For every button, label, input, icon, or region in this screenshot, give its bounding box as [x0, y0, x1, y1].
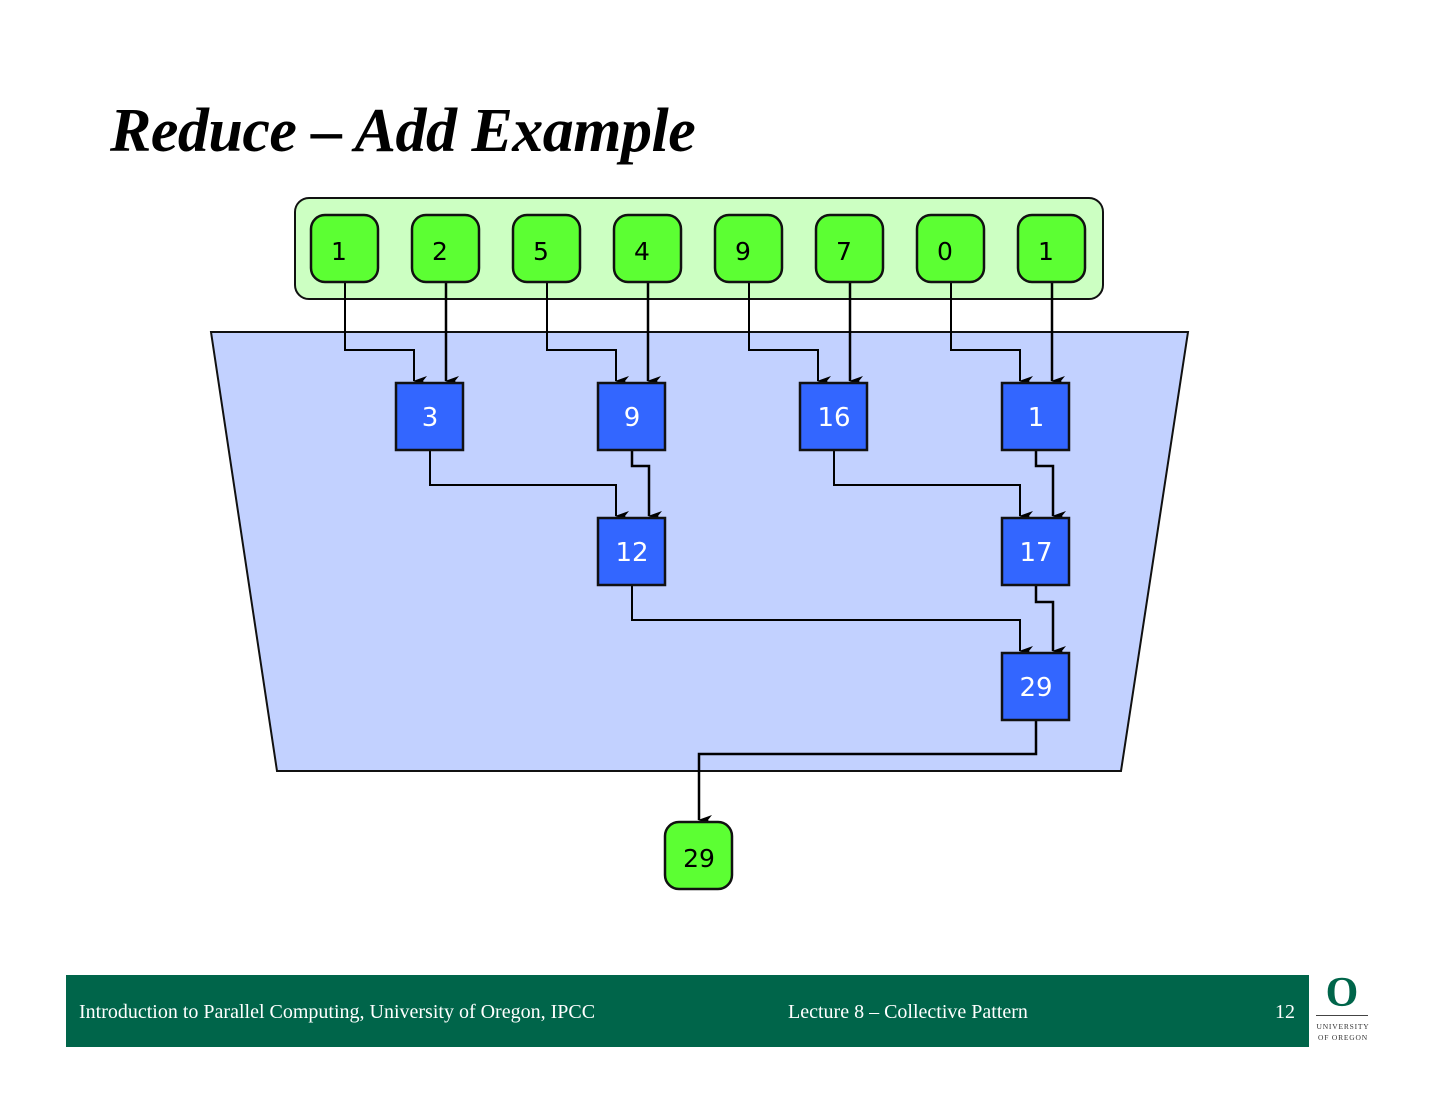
slide-footer: Introduction to Parallel Computing, Univ…	[66, 975, 1309, 1047]
input-value: 2	[432, 237, 448, 266]
data-flow-arrow	[748, 282, 831, 386]
data-flow-arrow	[429, 450, 629, 521]
input-value: 5	[533, 237, 549, 266]
slide-title: Reduce – Add Example	[110, 97, 696, 165]
add-node-level1: 9	[596, 381, 667, 452]
data-flow-arrow	[1034, 585, 1066, 656]
data-flow-arrow	[344, 282, 427, 386]
input-node: 1	[1016, 213, 1087, 284]
add-node-level1: 3	[394, 381, 465, 452]
university-logo: O UNIVERSITY OF OREGON	[1312, 970, 1376, 1047]
logo-text-line1: UNIVERSITY	[1316, 1022, 1370, 1031]
logo-divider	[1316, 1015, 1368, 1016]
input-array-container	[294, 197, 1104, 300]
data-flow-arrow	[631, 585, 1033, 656]
partial-sum: 17	[1019, 538, 1052, 568]
input-node: 2	[410, 213, 481, 284]
input-value: 0	[937, 237, 953, 266]
partial-sum: 3	[422, 403, 439, 433]
partial-sum: 9	[624, 403, 641, 433]
partial-sum: 29	[1019, 673, 1052, 703]
output-value: 29	[683, 844, 715, 873]
oregon-o-icon: O	[1325, 970, 1359, 1016]
add-node-level2: 17	[1000, 516, 1071, 587]
input-node: 0	[915, 213, 986, 284]
input-value: 1	[331, 237, 347, 266]
logo-text-line2: OF OREGON	[1318, 1033, 1368, 1042]
footer-course-title: Introduction to Parallel Computing, Univ…	[79, 1001, 596, 1023]
partial-sum: 12	[615, 538, 648, 568]
input-node: 1	[309, 213, 380, 284]
page-number: 12	[1275, 1001, 1295, 1023]
input-value: 9	[735, 237, 751, 266]
data-flow-arrow	[546, 282, 629, 386]
data-flow-arrow	[630, 450, 662, 521]
input-node: 7	[814, 213, 885, 284]
input-node: 4	[612, 213, 683, 284]
data-flow-arrow	[697, 720, 1038, 825]
data-flow-arrow	[833, 450, 1033, 521]
add-node-level2: 12	[596, 516, 667, 587]
data-flow-arrow	[950, 282, 1033, 386]
add-node-level1: 1	[1000, 381, 1071, 452]
input-value: 1	[1038, 237, 1054, 266]
partial-sum: 1	[1028, 403, 1045, 433]
input-node: 5	[511, 213, 582, 284]
footer-lecture-title: Lecture 8 – Collective Pattern	[788, 1001, 1028, 1023]
input-node: 9	[713, 213, 784, 284]
data-flow-arrow	[1034, 450, 1066, 521]
input-value: 7	[836, 237, 852, 266]
partial-sum: 16	[817, 403, 850, 433]
input-value: 4	[634, 237, 650, 266]
add-node-level1: 16	[798, 381, 869, 452]
output-node: 29	[663, 820, 734, 891]
add-node-level3: 29	[1000, 651, 1071, 722]
